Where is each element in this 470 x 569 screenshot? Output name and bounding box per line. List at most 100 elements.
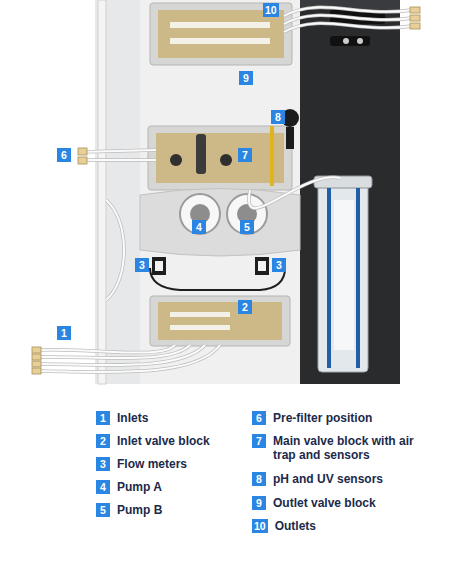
prefilter-tube xyxy=(80,150,156,152)
legend-key-item: 3Flow meters xyxy=(96,457,187,471)
legend-key-item: 1 Inlets xyxy=(96,411,148,425)
callout-number: 5 xyxy=(96,503,110,517)
callout-number: 6 xyxy=(57,148,71,162)
callout-number: 8 xyxy=(271,110,285,124)
legend-key-item: 2 Inlet valve block xyxy=(96,434,210,448)
inlet-valve-port xyxy=(170,325,230,330)
flow-meter-window xyxy=(155,261,163,271)
inlet-valve-board xyxy=(158,302,282,340)
callout-number: 1 xyxy=(96,411,110,425)
sensor-holder xyxy=(286,127,294,149)
part-name: Main valve block with air trap and senso… xyxy=(273,434,431,462)
callout-marker: 6 xyxy=(57,148,71,162)
legend-key-item: 6 Pre-filter position xyxy=(252,411,372,425)
inlet-tube xyxy=(40,345,175,353)
sensor-cable xyxy=(270,126,274,186)
callout-number: 3 xyxy=(135,258,149,272)
tubes xyxy=(40,7,412,372)
callout-marker: 7 xyxy=(238,148,252,162)
inlet-tube xyxy=(40,345,220,372)
inlet-tube xyxy=(40,345,190,358)
legend-key-item: 8pH and UV sensors xyxy=(252,472,383,486)
outlet-tube xyxy=(284,23,412,32)
valve-knob xyxy=(220,154,232,166)
callout-number: 6 xyxy=(252,411,266,425)
callout-number: 1 xyxy=(57,326,71,340)
inlet-tube xyxy=(40,345,205,365)
outlet-valve-port xyxy=(170,38,270,44)
fittings xyxy=(32,7,420,374)
column-bed xyxy=(334,200,354,350)
callout-number: 2 xyxy=(238,300,252,314)
outlet-fitting xyxy=(410,7,420,13)
instrument-tower xyxy=(300,0,400,384)
inlet-fitting xyxy=(32,368,41,374)
holder-hole xyxy=(357,38,363,44)
holder-hole xyxy=(343,38,349,44)
callout-number: 9 xyxy=(252,496,266,510)
column-tube xyxy=(249,177,340,208)
outlet-fitting xyxy=(410,23,420,29)
pump-b-head xyxy=(227,194,267,234)
outlet-tube xyxy=(284,7,412,16)
callout-marker: 10 xyxy=(263,3,279,17)
legend-key-item: 5 Pump B xyxy=(96,503,162,517)
callout-marker: 8 xyxy=(271,110,285,124)
tube-outlines xyxy=(40,7,412,372)
part-name: Pump B xyxy=(117,503,162,517)
inlet-fitting xyxy=(32,361,41,367)
callout-marker: 9 xyxy=(239,71,253,85)
inlet-tube xyxy=(40,345,220,372)
callout-number: 9 xyxy=(239,71,253,85)
part-name: Pre-filter position xyxy=(273,411,372,425)
legend-key-item: 9 Outlet valve block xyxy=(252,496,376,510)
callout-number: 10 xyxy=(263,3,279,17)
inlet-tube xyxy=(40,345,190,358)
loop-tube xyxy=(106,200,124,300)
inlet-valve-port xyxy=(170,312,230,317)
air-trap xyxy=(196,134,206,174)
holder-bracket xyxy=(330,36,370,46)
loop-tube xyxy=(106,200,124,300)
part-name: Pump A xyxy=(117,480,162,494)
callout-number: 4 xyxy=(192,220,206,234)
column-housing xyxy=(318,180,368,372)
inlet-fitting xyxy=(32,347,41,353)
valve-knob xyxy=(170,154,182,166)
callout-marker: 1 xyxy=(57,326,71,340)
part-name: Outlet valve block xyxy=(273,496,376,510)
inlet-tube xyxy=(40,345,175,353)
pump-a-head xyxy=(180,194,220,234)
legend-key-item: 4Pump A xyxy=(96,480,162,494)
inlet-tube xyxy=(40,345,205,365)
callout-marker: 4 xyxy=(192,220,206,234)
photo-background xyxy=(95,0,400,384)
outlet-valve-port xyxy=(170,22,270,28)
main-valve-block xyxy=(148,126,292,190)
flow-meter-left xyxy=(152,257,166,275)
outlet-tube xyxy=(284,15,412,24)
part-name: Inlet valve block xyxy=(117,434,210,448)
outlet-valve-board xyxy=(158,10,284,58)
callout-number: 10 xyxy=(252,519,268,533)
callout-marker: 3 xyxy=(135,258,149,272)
prefilter-fitting xyxy=(78,157,87,164)
callout-marker: 5 xyxy=(240,220,254,234)
inlet-valve-block xyxy=(150,296,290,346)
column-rod xyxy=(356,188,360,368)
callout-marker: 3 xyxy=(272,258,286,272)
part-name: pH and UV sensors xyxy=(273,472,383,486)
prefilter-tube xyxy=(80,150,156,152)
part-name: Inlets xyxy=(117,411,148,425)
callout-number: 3 xyxy=(272,258,286,272)
prefilter-fitting xyxy=(78,148,87,155)
callout-number: 7 xyxy=(238,148,252,162)
callout-number: 2 xyxy=(96,434,110,448)
wet-side-panel xyxy=(140,0,300,384)
outlet-tube xyxy=(284,7,412,16)
main-valve-board xyxy=(156,133,284,183)
callout-number: 7 xyxy=(252,434,266,448)
